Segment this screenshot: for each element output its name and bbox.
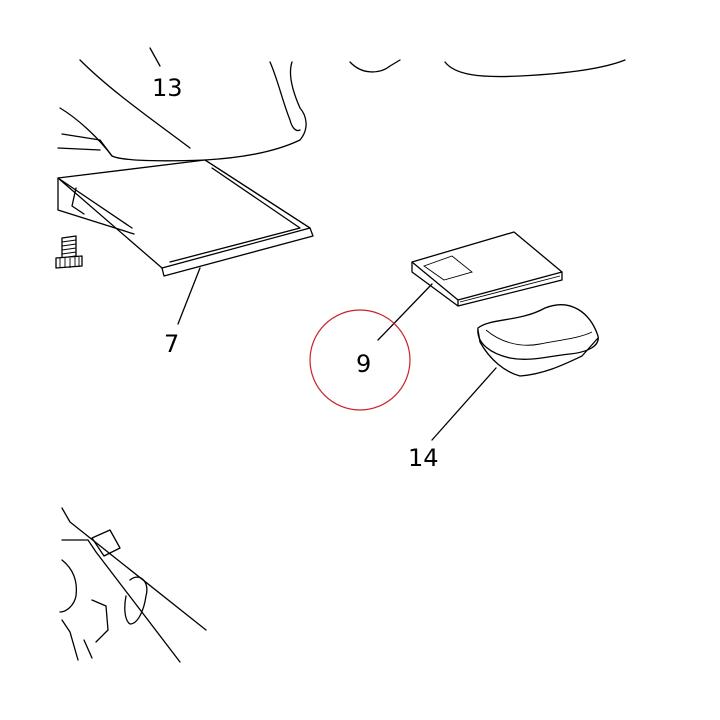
leader-14 [431, 367, 497, 441]
screw [55, 235, 83, 269]
part-label-9: 9 [356, 350, 371, 378]
lower-mechanism [59, 507, 207, 663]
part-13-housing [57, 59, 626, 162]
part-label-14: 14 [408, 444, 439, 472]
part-9-card [411, 231, 563, 307]
highlight-circle [309, 309, 411, 411]
leader-lines [149, 47, 497, 441]
part-14-pad [477, 304, 599, 377]
leader-7 [177, 267, 201, 325]
part-label-13: 13 [152, 74, 183, 102]
part-label-7: 7 [164, 330, 179, 358]
leader-9 [377, 283, 433, 341]
part-7-frame [57, 159, 314, 277]
leader-13 [149, 47, 161, 67]
